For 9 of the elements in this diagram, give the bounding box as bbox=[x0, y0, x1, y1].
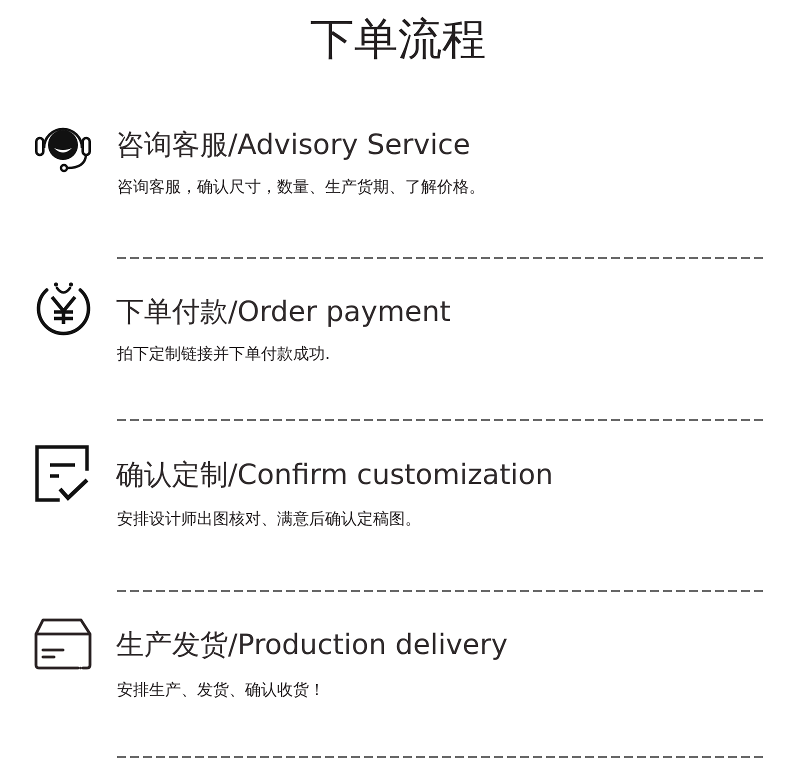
step-description: 拍下定制链接并下单付款成功. bbox=[117, 344, 330, 363]
step-description: 安排生产、发货、确认收货！ bbox=[117, 680, 325, 699]
step-description: 咨询客服，确认尺寸，数量、生产货期、了解价格。 bbox=[117, 176, 485, 196]
step-heading: 生产发货/Production delivery bbox=[116, 628, 508, 662]
page-title: 下单流程 bbox=[310, 14, 486, 66]
step-heading: 确认定制/Confirm customization bbox=[116, 458, 554, 492]
step-heading: 下单付款/Order payment bbox=[116, 295, 451, 329]
step-description: 安排设计师出图核对、满意后确认定稿图。 bbox=[117, 508, 421, 528]
step-heading: 咨询客服/Advisory Service bbox=[116, 128, 470, 162]
